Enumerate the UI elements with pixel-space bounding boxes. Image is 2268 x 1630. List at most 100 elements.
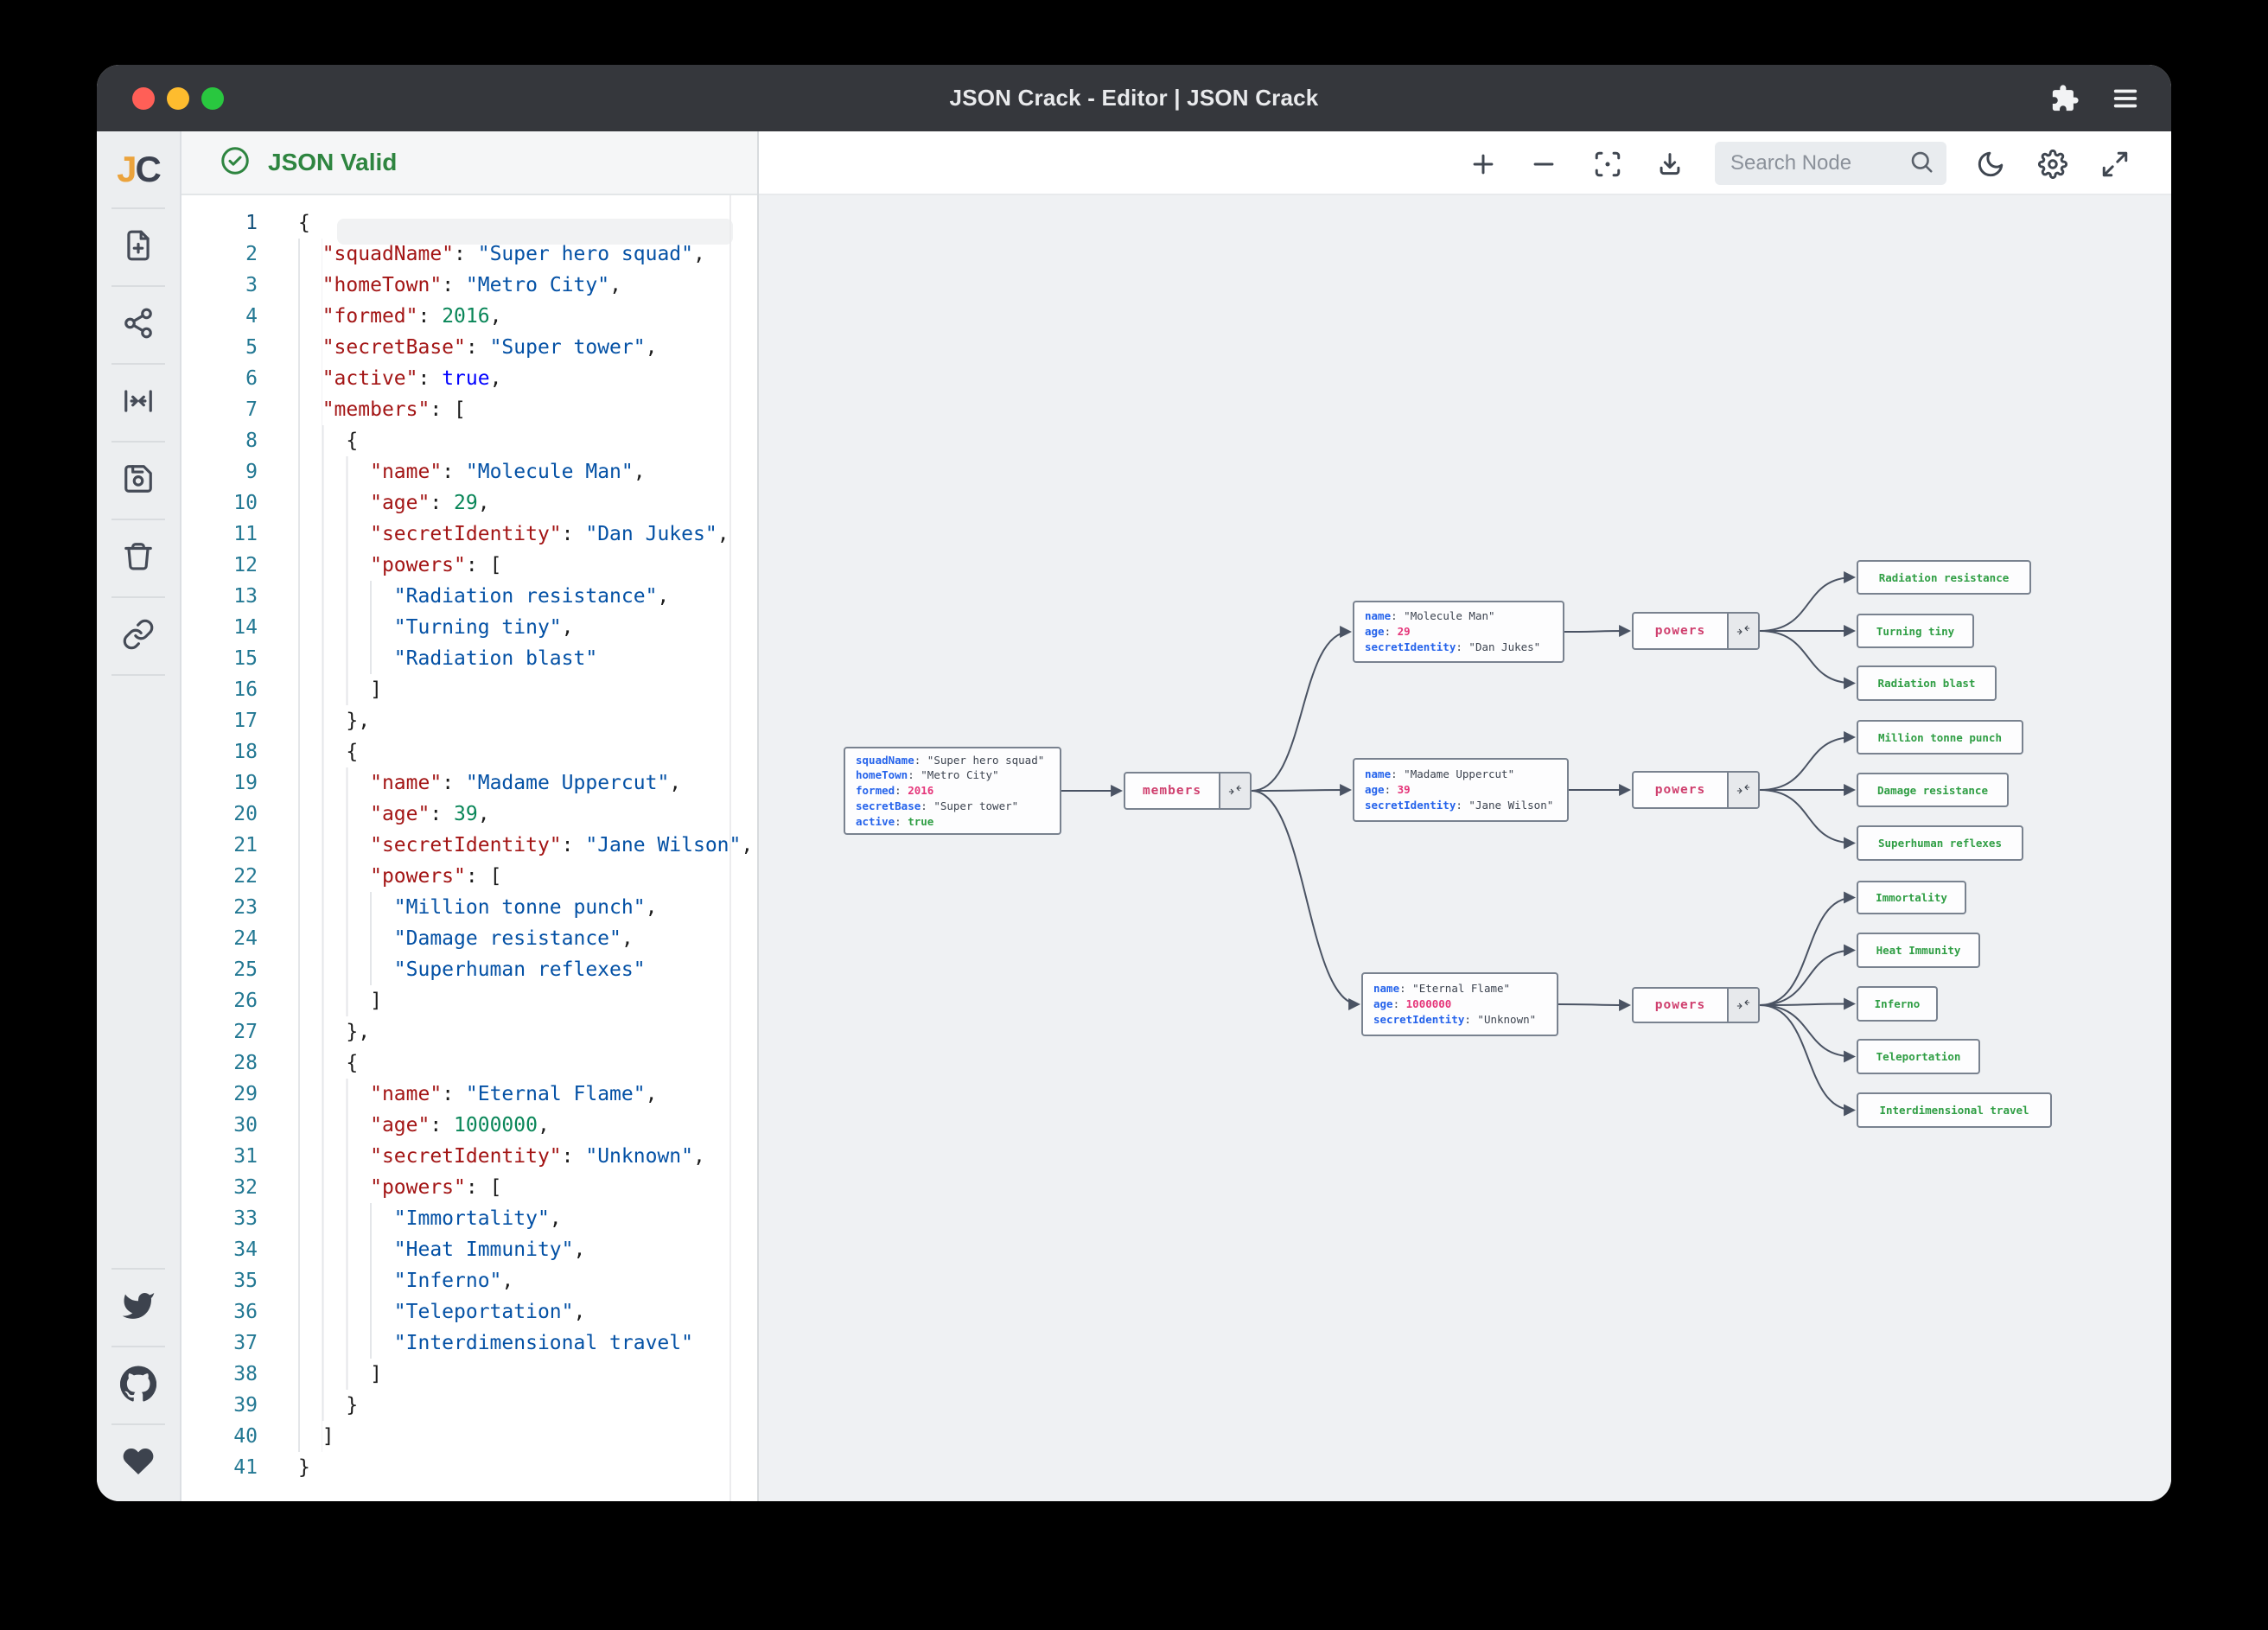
graph-leaf-node[interactable]: Radiation blast [1857,665,1997,701]
center-view-button[interactable] [1587,143,1628,185]
editor-scrollbar[interactable] [729,195,731,1501]
editor-line[interactable]: 1{ [182,207,757,239]
graph-leaf-node[interactable]: Million tonne punch [1857,720,2023,755]
minimize-window-button[interactable] [167,87,189,110]
editor-line[interactable]: 21 "secretIdentity": "Jane Wilson", [182,830,757,861]
graph-array-node-powers[interactable]: powers [1632,987,1760,1023]
editor-line[interactable]: 30 "age": 1000000, [182,1110,757,1141]
editor-line[interactable]: 22 "powers": [ [182,861,757,892]
collapse-node-button[interactable] [1727,989,1758,1022]
zoom-in-button[interactable] [1462,143,1504,185]
editor-line[interactable]: 25 "Superhuman reflexes" [182,954,757,985]
editor-line[interactable]: 23 "Million tonne punch", [182,892,757,923]
editor-line[interactable]: 11 "secretIdentity": "Dan Jukes", [182,519,757,550]
graph-object-node[interactable]: squadName: "Super hero squad"homeTown: "… [844,747,1061,835]
editor-line[interactable]: 26 ] [182,985,757,1016]
editor-line[interactable]: 37 "Interdimensional travel" [182,1328,757,1359]
editor-line[interactable]: 5 "secretBase": "Super tower", [182,332,757,363]
collapse-node-button[interactable] [1727,614,1758,648]
graph-view-button[interactable] [97,287,181,363]
save-button[interactable] [97,443,181,519]
graph-leaf-node[interactable]: Inferno [1857,986,1938,1022]
line-number: 16 [233,678,258,701]
graph-leaf-node[interactable]: Teleportation [1857,1039,1980,1074]
editor-line[interactable]: 3 "homeTown": "Metro City", [182,270,757,301]
graph-leaf-node[interactable]: Heat Immunity [1857,933,1980,968]
heart-icon [121,1444,156,1483]
line-number: 33 [233,1207,258,1230]
close-window-button[interactable] [132,87,155,110]
editor-line[interactable]: 13 "Radiation resistance", [182,581,757,612]
dark-mode-toggle[interactable] [1970,143,2011,185]
graph-leaf-node[interactable]: Radiation resistance [1857,560,2031,595]
graph-leaf-node[interactable]: Interdimensional travel [1857,1092,2052,1128]
share-link-button[interactable] [97,598,181,674]
editor-line[interactable]: 27 }, [182,1016,757,1047]
editor-line[interactable]: 35 "Inferno", [182,1265,757,1296]
editor-line[interactable]: 33 "Immortality", [182,1203,757,1234]
zoom-window-button[interactable] [201,87,224,110]
graph-leaf-node[interactable]: Damage resistance [1857,773,2009,807]
editor-line[interactable]: 32 "powers": [ [182,1172,757,1203]
json-editor[interactable]: 1{2 "squadName": "Super hero squad",3 "h… [182,195,757,1501]
editor-line[interactable]: 17 }, [182,705,757,736]
editor-line[interactable]: 24 "Damage resistance", [182,923,757,954]
editor-line[interactable]: 2 "squadName": "Super hero squad", [182,239,757,270]
graph-leaf-node[interactable]: Turning tiny [1857,614,1974,648]
editor-line[interactable]: 4 "formed": 2016, [182,301,757,332]
editor-line[interactable]: 18 { [182,736,757,767]
graph-canvas[interactable]: squadName: "Super hero squad"homeTown: "… [759,195,2171,1501]
graph-array-node-powers[interactable]: powers [1632,612,1760,650]
editor-line[interactable]: 28 { [182,1047,757,1079]
download-image-button[interactable] [1649,143,1691,185]
editor-line[interactable]: 31 "secretIdentity": "Unknown", [182,1141,757,1172]
search-node-input[interactable] [1730,151,1908,175]
extensions-puzzle-icon[interactable] [2050,84,2080,113]
share-nodes-icon [122,307,155,344]
editor-panel: JSON Valid 1{2 "squadName": "Super hero … [182,131,759,1501]
editor-line[interactable]: 29 "name": "Eternal Flame", [182,1079,757,1110]
editor-line[interactable]: 19 "name": "Madame Uppercut", [182,767,757,799]
editor-line[interactable]: 15 "Radiation blast" [182,643,757,674]
editor-line[interactable]: 14 "Turning tiny", [182,612,757,643]
collapse-width-button[interactable] [97,365,181,441]
menu-hamburger-icon[interactable] [2111,84,2140,113]
twitter-link[interactable] [97,1270,181,1346]
graph-array-node-powers[interactable]: powers [1632,771,1760,809]
collapse-node-button[interactable] [1219,774,1250,808]
editor-line[interactable]: 40 ] [182,1421,757,1452]
settings-button[interactable] [2032,143,2074,185]
graph-leaf-node[interactable]: Immortality [1857,881,1966,914]
valid-check-icon [220,145,251,181]
line-number: 27 [233,1021,258,1043]
graph-array-node-members[interactable]: members [1124,772,1252,810]
editor-line[interactable]: 9 "name": "Molecule Man", [182,456,757,487]
editor-line[interactable]: 10 "age": 29, [182,487,757,519]
editor-line[interactable]: 16 ] [182,674,757,705]
new-document-button[interactable] [97,209,181,285]
zoom-out-button[interactable] [1523,143,1564,185]
line-number: 39 [233,1394,258,1417]
editor-line[interactable]: 38 ] [182,1359,757,1390]
collapse-node-button[interactable] [1727,773,1758,807]
editor-line[interactable]: 34 "Heat Immunity", [182,1234,757,1265]
editor-line[interactable]: 36 "Teleportation", [182,1296,757,1328]
collapse-horizontal-icon [122,385,155,422]
sponsor-link[interactable] [97,1425,181,1501]
editor-line[interactable]: 39 } [182,1390,757,1421]
editor-line[interactable]: 8 { [182,425,757,456]
editor-line[interactable]: 7 "members": [ [182,394,757,425]
window-title: JSON Crack - Editor | JSON Crack [949,85,1319,111]
editor-line[interactable]: 12 "powers": [ [182,550,757,581]
editor-line[interactable]: 6 "active": true, [182,363,757,394]
graph-leaf-node[interactable]: Superhuman reflexes [1857,825,2023,861]
app-logo[interactable]: JC [117,149,162,189]
editor-line[interactable]: 20 "age": 39, [182,799,757,830]
delete-button[interactable] [97,520,181,596]
fullscreen-button[interactable] [2094,143,2136,185]
github-link[interactable] [97,1347,181,1423]
editor-line[interactable]: 41} [182,1452,757,1483]
